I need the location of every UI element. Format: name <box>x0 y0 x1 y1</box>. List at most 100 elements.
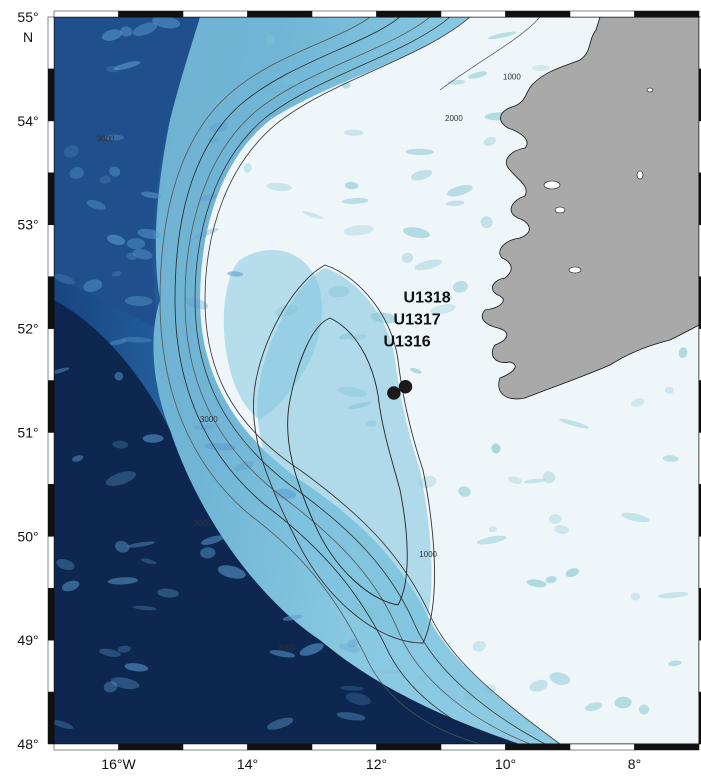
graticule-bar <box>376 743 442 751</box>
graticule-bar <box>47 68 55 122</box>
texture-blob <box>347 639 358 648</box>
graticule-bar <box>182 743 248 751</box>
texture-blob <box>430 304 456 315</box>
texture-blob <box>132 22 158 37</box>
texture-blob <box>347 401 372 410</box>
texture-blob <box>152 17 181 29</box>
texture-blob <box>64 145 79 158</box>
graticule-bar <box>53 743 119 751</box>
contour-2000 <box>174 17 506 744</box>
graticule-bar <box>311 743 377 751</box>
texture-blob <box>668 660 682 667</box>
contour-1000 <box>184 17 531 744</box>
texture-blob <box>269 650 296 658</box>
texture-blob <box>472 640 486 652</box>
texture-blob <box>117 645 131 653</box>
latitude-tick-label: 52° <box>17 321 38 337</box>
texture-blob <box>417 674 427 682</box>
graticule-bar <box>47 691 55 745</box>
graticule-bar <box>698 224 701 277</box>
texture-blob <box>56 558 75 571</box>
texture-blob <box>339 332 354 340</box>
texture-blob <box>274 488 297 500</box>
texture-blob <box>487 31 517 40</box>
texture-blob <box>366 420 377 427</box>
texture-blob <box>476 535 507 545</box>
texture-blob <box>115 540 130 553</box>
texture-blob <box>54 367 70 375</box>
drill-site-markers <box>387 379 413 400</box>
ireland-landmass <box>481 17 699 400</box>
texture-blob <box>86 199 106 210</box>
texture-blob <box>266 182 292 192</box>
texture-blob <box>107 577 138 585</box>
texture-blob <box>548 514 562 524</box>
texture-blob <box>282 614 303 621</box>
deep-ocean-northwest <box>54 17 200 330</box>
graticule-bar <box>698 120 701 174</box>
texture-blob <box>452 280 468 293</box>
texture-blob <box>658 591 689 599</box>
graticule-bar <box>47 120 55 174</box>
texture-blob <box>302 211 324 219</box>
texture-blob <box>630 398 645 407</box>
texture-blob <box>141 191 161 199</box>
map-area <box>54 17 699 744</box>
contour-3000 <box>159 17 481 744</box>
graticule-bar <box>182 10 248 18</box>
texture-blob <box>54 719 74 730</box>
texture-blob <box>532 64 550 72</box>
texture-blob <box>344 129 364 136</box>
texture-blob <box>99 175 111 184</box>
texture-blob <box>344 181 359 190</box>
texture-blob <box>113 61 141 71</box>
texture-blob <box>549 672 571 685</box>
graticule-bar <box>698 68 701 122</box>
texture-blob <box>61 580 80 592</box>
graticule-bar <box>47 484 55 537</box>
texture-blob <box>243 163 252 173</box>
texture-blob <box>488 526 497 533</box>
graticule-bar <box>505 743 571 751</box>
longitude-tick-label: 14° <box>237 756 258 772</box>
texture-blob <box>282 78 301 84</box>
texture-blob <box>366 53 382 62</box>
texture-blob <box>72 455 84 462</box>
contour-basin-inner <box>287 317 408 606</box>
graticule-bar <box>47 16 55 70</box>
contour-label: 1000 <box>503 72 521 81</box>
texture-blob <box>137 228 161 239</box>
texture-blob <box>414 259 443 271</box>
graticule-bar <box>47 587 55 641</box>
texture-blob <box>405 148 434 156</box>
texture-blob <box>410 169 433 181</box>
graticule-bar <box>698 16 701 70</box>
graticule-bar <box>569 743 635 751</box>
texture-blob <box>109 166 121 177</box>
texture-blob <box>274 304 299 317</box>
graticule-bar <box>247 10 313 18</box>
texture-blob <box>343 224 374 236</box>
graticule-bar <box>118 743 184 751</box>
texture-blob <box>98 648 121 657</box>
texture-blob <box>200 547 216 559</box>
texture-blob <box>192 424 216 430</box>
graticule-bar <box>634 743 700 751</box>
graticule-bar <box>247 743 313 751</box>
graticule-bar <box>505 10 571 18</box>
contour-200 <box>204 17 561 744</box>
texture-blob <box>662 455 679 462</box>
contour-basin-outer <box>253 264 435 644</box>
texture-blob <box>200 193 218 201</box>
texture-blob <box>140 558 157 565</box>
texture-blob <box>124 663 149 672</box>
texture-blob <box>340 685 364 691</box>
texture-blob <box>559 418 590 429</box>
texture-blob <box>126 541 155 548</box>
texture-blob <box>267 717 294 730</box>
inland-lakes <box>543 87 654 274</box>
texture-blob <box>483 136 496 146</box>
latitude-tick-label: 50° <box>17 528 38 544</box>
